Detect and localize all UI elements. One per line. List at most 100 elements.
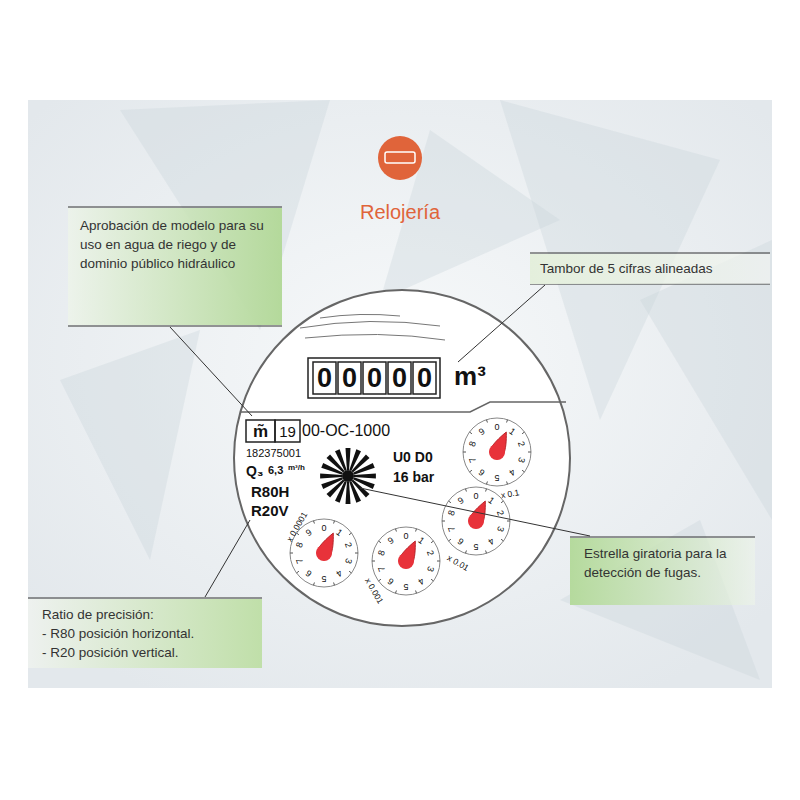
dial-tick	[378, 579, 380, 581]
star-spoke	[354, 473, 376, 478]
dial-tick	[465, 550, 467, 553]
callout-box: Ratio de precisión:- R80 posición horizo…	[28, 599, 262, 668]
drum-digit: 0	[317, 365, 332, 392]
callout-text: Ratio de precisión:	[42, 605, 252, 624]
drum-cell	[413, 362, 436, 394]
dial-rim	[372, 527, 440, 595]
pointer-hub	[316, 545, 332, 561]
dial-tick	[395, 529, 397, 532]
star-spoke	[353, 463, 375, 475]
meter-marking: 182375001	[246, 448, 301, 459]
dial-tick	[313, 521, 315, 524]
dial-tick	[395, 590, 397, 593]
meter-marking: R20V	[251, 503, 289, 518]
dial-tick	[469, 432, 471, 434]
callout-text: Tambor de 5 cifras alineadas	[540, 259, 760, 278]
dial-tick	[507, 521, 510, 522]
background-panel	[28, 100, 772, 688]
meter-marking: R80H	[251, 484, 289, 499]
section-title: Relojería	[360, 201, 440, 224]
dial-group	[290, 418, 531, 595]
glass-reflection	[300, 314, 445, 340]
dial-tick	[486, 420, 488, 423]
title-icon	[378, 136, 422, 180]
drum-digit: 0	[342, 365, 357, 392]
pointer-hub	[398, 553, 414, 569]
dial-tick	[448, 501, 450, 503]
dial-tick	[501, 539, 503, 541]
meter-marking: 16 bar	[393, 470, 434, 484]
dial-tick	[431, 541, 433, 543]
dial-tick	[522, 470, 524, 472]
dial-number: 0	[321, 524, 326, 533]
dial-tick	[296, 571, 298, 573]
star-spoke	[321, 477, 343, 489]
dial-tick	[528, 452, 531, 453]
title-rule	[270, 185, 530, 187]
callout-box: Aprobación de modelo para su uso en agua…	[68, 208, 282, 325]
icon-meter	[385, 152, 415, 163]
star-spoke	[320, 473, 342, 478]
dial-tick	[486, 481, 488, 484]
dial-tick	[506, 481, 508, 484]
drum-digit: 0	[417, 365, 432, 392]
drum-digit: 0	[392, 365, 407, 392]
meter-marking: m̃	[253, 423, 268, 440]
dial-tick	[506, 420, 508, 423]
dial-number: 5	[321, 574, 326, 583]
callout-box: Estrella giratoria para la detección de …	[570, 538, 755, 605]
dial-number: 0	[494, 423, 499, 432]
leak-star	[320, 448, 376, 504]
dial-tick	[465, 489, 467, 492]
dial-tick	[349, 533, 351, 535]
dial-tick	[290, 553, 293, 554]
drum-frame	[308, 358, 440, 398]
dial-tick	[442, 521, 445, 522]
dial-tick	[463, 452, 466, 453]
star-spoke	[349, 481, 361, 503]
callout-text: Aprobación de modelo para su uso en agua…	[80, 216, 272, 273]
dial-number: 5	[403, 582, 408, 591]
dial-rim	[463, 418, 531, 486]
dial-tick	[522, 432, 524, 434]
dial-tick	[469, 470, 471, 472]
dial-tick	[431, 579, 433, 581]
meter-marking: U0 D0	[393, 450, 433, 464]
dial-tick	[485, 489, 487, 492]
dial-tick	[313, 582, 315, 585]
dial-tick	[355, 553, 358, 554]
callout-box: Tambor de 5 cifras alineadas	[530, 254, 770, 284]
callout-text: - R80 posición horizontal.	[42, 624, 252, 643]
pointer-hub	[489, 444, 505, 460]
dial-number: 5	[494, 473, 499, 482]
meter-marking: 19	[279, 424, 296, 439]
drum-cell	[313, 362, 336, 394]
dial-tick	[437, 561, 440, 562]
drum-cells	[313, 362, 436, 394]
star-spoke	[345, 448, 350, 470]
dial-number: 0	[473, 492, 478, 501]
drum-digit: 0	[367, 365, 382, 392]
drum-cell	[338, 362, 361, 394]
approval-year-box	[275, 420, 300, 442]
dial-tick	[372, 561, 375, 562]
dial-tick	[448, 539, 450, 541]
star-spoke	[345, 482, 350, 504]
drum-cell	[363, 362, 386, 394]
dial-rim	[442, 487, 510, 555]
dial-tick	[415, 529, 417, 532]
dial-tick	[501, 501, 503, 503]
meter-dial	[234, 290, 570, 626]
meter-marking: m³/h	[288, 464, 305, 472]
dial-tick	[485, 550, 487, 553]
dial-tick	[333, 521, 335, 524]
meter-marking: Q₃	[246, 464, 263, 478]
star-hub	[342, 470, 354, 482]
meter-marking: m³	[454, 363, 486, 389]
dial-number: 5	[473, 542, 478, 551]
approval-mark-box	[246, 420, 275, 442]
callout-text: - R20 posición vertical.	[42, 643, 252, 662]
window-edge	[240, 402, 566, 412]
dial-tick	[349, 571, 351, 573]
